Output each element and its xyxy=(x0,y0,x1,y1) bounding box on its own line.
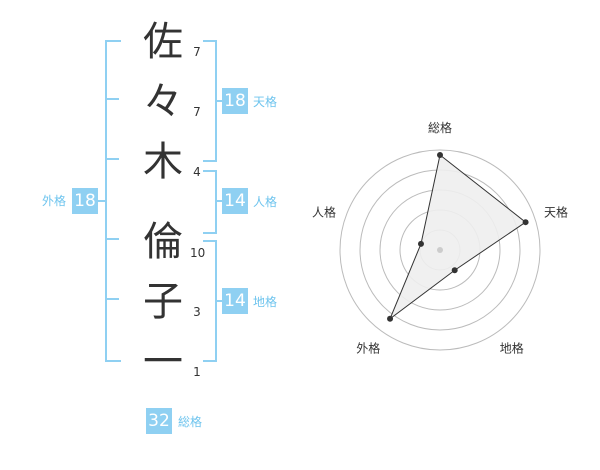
name-char-4: 倫 xyxy=(143,219,183,265)
gaikaku-label: 外格 xyxy=(42,194,67,208)
bracket-tick xyxy=(105,158,119,160)
name-char-6: 一 xyxy=(143,339,183,385)
stroke-count-5: 3 xyxy=(193,305,201,319)
stroke-count-1: 7 xyxy=(193,45,201,59)
bracket-tick xyxy=(105,98,119,100)
radar-axis-label: 人格 xyxy=(312,204,336,219)
bracket-tick xyxy=(105,238,119,240)
radar-ring xyxy=(339,149,541,351)
radar-axis-label: 地格 xyxy=(500,341,524,356)
radar-point xyxy=(387,315,394,322)
radar-point xyxy=(451,267,458,274)
name-char-2: 々 xyxy=(143,79,183,125)
radar-center xyxy=(437,247,443,253)
jinkaku-bracket xyxy=(203,170,217,234)
stroke-count-2: 7 xyxy=(193,105,201,119)
gaikaku-connector xyxy=(92,200,106,202)
radar-series-polygon xyxy=(388,154,527,321)
soukaku-value: 32 xyxy=(146,408,172,434)
radar-axis-label: 天格 xyxy=(544,204,568,219)
radar-axis-label: 外格 xyxy=(356,341,380,356)
jinkaku-label: 人格 xyxy=(253,195,278,209)
tenkaku-value: 18 xyxy=(222,88,248,114)
name-char-3: 木 xyxy=(143,139,183,185)
jinkaku-value: 14 xyxy=(222,188,248,214)
stroke-count-6: 1 xyxy=(193,365,201,379)
radar-point xyxy=(417,240,424,247)
tenkaku-connector xyxy=(215,100,223,102)
stroke-count-3: 4 xyxy=(193,165,201,179)
radar-axis-label: 総格 xyxy=(428,120,452,135)
stroke-count-4: 10 xyxy=(190,246,206,260)
bracket-tick xyxy=(105,298,119,300)
jinkaku-connector xyxy=(215,200,223,202)
chikaku-label: 地格 xyxy=(253,295,278,309)
chikaku-value: 14 xyxy=(222,288,248,314)
gaikaku-value: 18 xyxy=(72,188,98,214)
name-char-1: 佐 xyxy=(143,19,183,65)
radar-point xyxy=(522,219,529,226)
gaikaku-bracket xyxy=(105,40,121,362)
soukaku-label: 総格 xyxy=(178,415,203,429)
radar-point xyxy=(437,152,443,158)
tenkaku-label: 天格 xyxy=(253,95,278,109)
chikaku-connector xyxy=(215,300,223,302)
name-char-5: 子 xyxy=(143,279,183,325)
